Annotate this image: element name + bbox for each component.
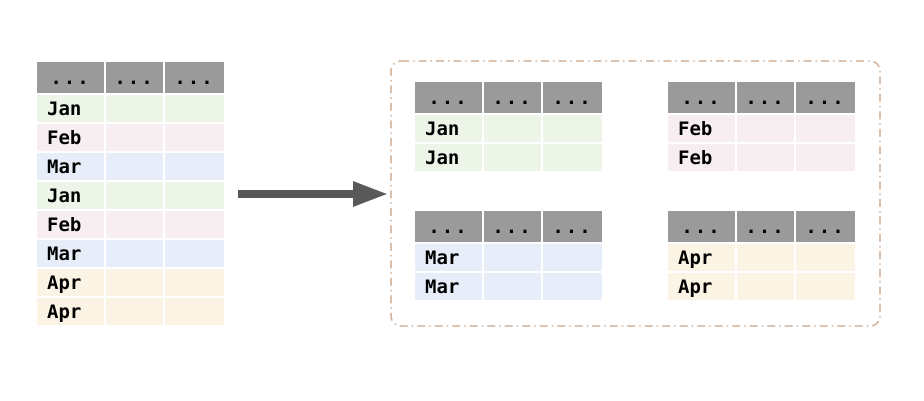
month-label-cell: Jan — [415, 144, 482, 171]
empty-value-cell — [543, 244, 602, 271]
empty-value-cell — [106, 95, 163, 122]
empty-value-cell — [106, 182, 163, 209]
empty-value-cell — [106, 124, 163, 151]
header-cell-ellipsis: ... — [737, 211, 794, 242]
table-row-jan: Jan — [415, 115, 602, 142]
empty-value-cell — [165, 153, 224, 180]
header-cell-ellipsis: ... — [415, 211, 482, 242]
empty-value-cell — [165, 124, 224, 151]
header-cell-ellipsis: ... — [484, 82, 541, 113]
empty-value-cell — [165, 240, 224, 267]
header-cell-ellipsis: ... — [668, 211, 735, 242]
empty-value-cell — [106, 211, 163, 238]
empty-value-cell — [484, 144, 541, 171]
table-row-jan: Jan — [415, 144, 602, 171]
empty-value-cell — [737, 115, 794, 142]
table-header-row: ......... — [37, 62, 224, 93]
empty-value-cell — [543, 115, 602, 142]
table-header-row: ......... — [415, 211, 602, 242]
header-cell-ellipsis: ... — [668, 82, 735, 113]
arrow-head-icon — [353, 181, 387, 207]
month-label-cell: Feb — [668, 144, 735, 171]
table-row-feb: Feb — [37, 211, 224, 238]
table-row-apr: Apr — [668, 244, 855, 271]
empty-value-cell — [796, 273, 855, 300]
header-cell-ellipsis: ... — [37, 62, 104, 93]
month-label-cell: Mar — [37, 153, 104, 180]
empty-value-cell — [106, 298, 163, 325]
month-label-cell: Apr — [668, 244, 735, 271]
empty-value-cell — [165, 95, 224, 122]
empty-value-cell — [543, 273, 602, 300]
empty-value-cell — [796, 244, 855, 271]
header-cell-ellipsis: ... — [796, 82, 855, 113]
empty-value-cell — [165, 182, 224, 209]
dashed-border — [390, 60, 881, 327]
empty-value-cell — [106, 240, 163, 267]
table-header-row: ......... — [668, 82, 855, 113]
empty-value-cell — [484, 273, 541, 300]
empty-value-cell — [165, 298, 224, 325]
empty-value-cell — [796, 115, 855, 142]
table-row-mar: Mar — [415, 244, 602, 271]
dashed-border-rect — [390, 60, 881, 327]
month-label-cell: Mar — [415, 273, 482, 300]
month-label-cell: Feb — [37, 211, 104, 238]
table-header-row: ......... — [668, 211, 855, 242]
empty-value-cell — [484, 115, 541, 142]
month-label-cell: Feb — [668, 115, 735, 142]
header-cell-ellipsis: ... — [106, 62, 163, 93]
table-row-jan: Jan — [37, 182, 224, 209]
header-cell-ellipsis: ... — [165, 62, 224, 93]
header-cell-ellipsis: ... — [415, 82, 482, 113]
month-label-cell: Mar — [37, 240, 104, 267]
month-label-cell: Apr — [37, 298, 104, 325]
month-label-cell: Jan — [37, 182, 104, 209]
empty-value-cell — [106, 269, 163, 296]
empty-value-cell — [106, 153, 163, 180]
empty-value-cell — [796, 144, 855, 171]
month-label-cell: Apr — [668, 273, 735, 300]
month-label-cell: Jan — [415, 115, 482, 142]
table-row-apr: Apr — [37, 298, 224, 325]
header-cell-ellipsis: ... — [484, 211, 541, 242]
table-row-mar: Mar — [37, 240, 224, 267]
arrow-shaft — [238, 190, 356, 198]
month-label-cell: Jan — [37, 95, 104, 122]
empty-value-cell — [543, 144, 602, 171]
table-header-row: ......... — [415, 82, 602, 113]
month-label-cell: Feb — [37, 124, 104, 151]
empty-value-cell — [165, 211, 224, 238]
table-row-mar: Mar — [37, 153, 224, 180]
table-row-jan: Jan — [37, 95, 224, 122]
empty-value-cell — [737, 144, 794, 171]
month-label-cell: Apr — [37, 269, 104, 296]
table-row-feb: Feb — [37, 124, 224, 151]
empty-value-cell — [484, 244, 541, 271]
table-row-mar: Mar — [415, 273, 602, 300]
table-row-apr: Apr — [668, 273, 855, 300]
empty-value-cell — [737, 244, 794, 271]
header-cell-ellipsis: ... — [543, 82, 602, 113]
month-label-cell: Mar — [415, 244, 482, 271]
header-cell-ellipsis: ... — [796, 211, 855, 242]
table-row-feb: Feb — [668, 115, 855, 142]
table-row-feb: Feb — [668, 144, 855, 171]
empty-value-cell — [165, 269, 224, 296]
header-cell-ellipsis: ... — [737, 82, 794, 113]
empty-value-cell — [737, 273, 794, 300]
header-cell-ellipsis: ... — [543, 211, 602, 242]
table-row-apr: Apr — [37, 269, 224, 296]
